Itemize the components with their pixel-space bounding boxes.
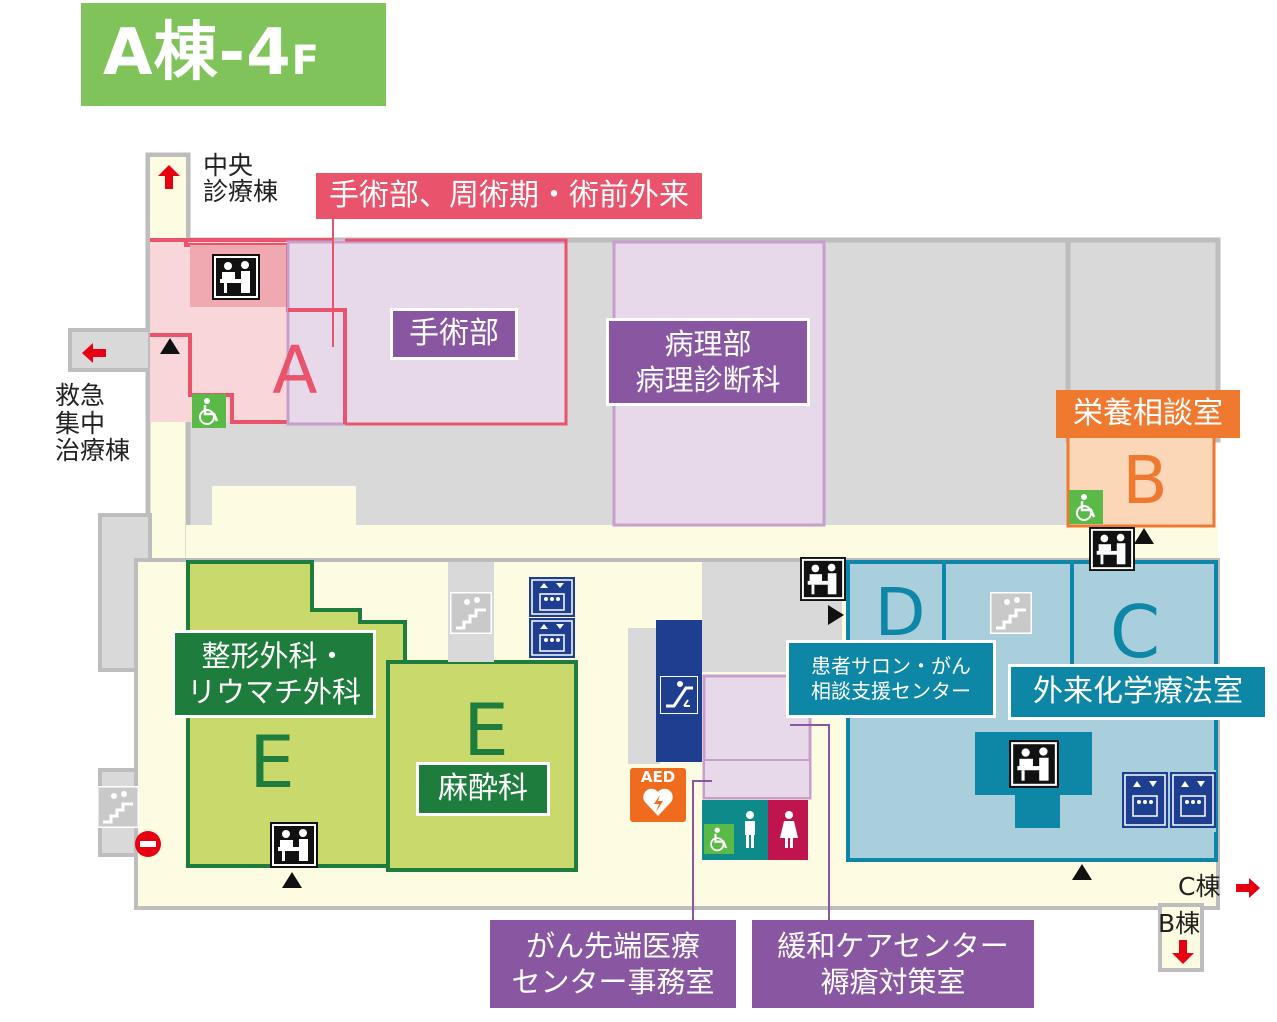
wheelchair-icon	[192, 394, 226, 428]
surgery-label: 手術部	[390, 308, 518, 360]
zone-e-right-label: 麻酔科	[416, 762, 550, 816]
reception-icon	[212, 254, 260, 300]
floor-title: A棟-4F	[81, 3, 386, 106]
arrow-icon	[1172, 940, 1194, 964]
zone-d-letter: D	[874, 573, 926, 651]
aed-heart-icon	[642, 786, 674, 818]
palliative-leader-horizontal	[790, 724, 830, 726]
zone-d-label: 患者サロン・がん 相談支援センター	[786, 640, 996, 718]
wheelchair-icon	[704, 822, 734, 856]
zone-e-right-letter: E	[463, 688, 509, 772]
aed-icon: AED	[630, 768, 686, 822]
zone-e-left-label: 整形外科・ リウマチ外科	[172, 630, 376, 718]
surgery-red-edge	[345, 238, 568, 426]
palliative-label: 緩和ケアセンター 褥瘡対策室	[752, 920, 1034, 1008]
reception-icon	[270, 822, 318, 868]
pathology-label: 病理部 病理診断科	[606, 318, 810, 406]
service-gray-2	[628, 628, 660, 764]
floor-suffix: F	[291, 38, 320, 84]
stairs-icon	[97, 786, 139, 828]
cancer-office-leader-horizontal	[692, 780, 712, 782]
zone-a-leader-line	[332, 219, 334, 347]
zone-d-area	[846, 560, 946, 646]
zone-c-label: 外来化学療法室	[1008, 664, 1268, 720]
title-separator: -	[218, 16, 247, 90]
cancer-office-leader-line	[692, 780, 694, 920]
zone-b-letter: B	[1122, 441, 1168, 519]
palliative-inner	[703, 759, 811, 799]
elevator-icon	[1170, 772, 1216, 828]
reception-icon	[800, 557, 846, 601]
emergency-link	[68, 328, 152, 372]
arrow-icon	[82, 343, 106, 363]
entrance-marker-icon	[1134, 528, 1154, 544]
palliative-leader-line	[828, 724, 830, 920]
corridor-north-bay	[212, 486, 356, 526]
entrance-marker-icon	[1072, 864, 1092, 880]
reception-icon	[1009, 740, 1059, 788]
escalator-icon	[660, 676, 698, 714]
mens-restroom-icon	[740, 810, 760, 850]
elevator-icon	[529, 618, 575, 658]
arrow-icon	[158, 165, 180, 189]
b-building-text: B棟	[1158, 909, 1201, 938]
stairs-icon	[450, 592, 492, 634]
corridor-main	[186, 525, 1218, 561]
zone-a-label: 手術部、周術期・術前外来	[316, 173, 702, 219]
zone-b-label: 栄養相談室	[1056, 390, 1240, 438]
wheelchair-icon	[1069, 490, 1103, 524]
entrance-marker-icon	[282, 872, 302, 888]
arrow-icon	[1236, 878, 1260, 898]
entrance-marker-icon	[828, 605, 844, 625]
cancer-office-label: がん先端医療 センター事務室	[490, 920, 736, 1008]
zone-e-left-letter: E	[249, 720, 295, 804]
building-name: A棟	[103, 16, 219, 90]
central-building-text: 中央 診療棟	[203, 151, 279, 207]
emergency-building-text: 救急 集中 治療棟	[55, 381, 131, 465]
floor-number: 4	[246, 16, 292, 90]
b-building-exit	[1158, 903, 1204, 972]
elevator-icon	[1122, 772, 1168, 828]
zone-a-right-outline	[288, 308, 347, 424]
zone-c-letter: C	[1109, 590, 1161, 674]
reception-icon	[1089, 527, 1135, 571]
no-entry-icon	[134, 830, 162, 858]
aed-text: AED	[640, 767, 676, 786]
womens-restroom-icon	[778, 810, 800, 850]
entrance-marker-icon	[160, 338, 180, 354]
zone-a-letter: A	[272, 331, 318, 409]
c-building-text: C棟	[1178, 872, 1221, 901]
stairs-icon	[990, 592, 1032, 634]
elevator-icon	[529, 577, 575, 617]
